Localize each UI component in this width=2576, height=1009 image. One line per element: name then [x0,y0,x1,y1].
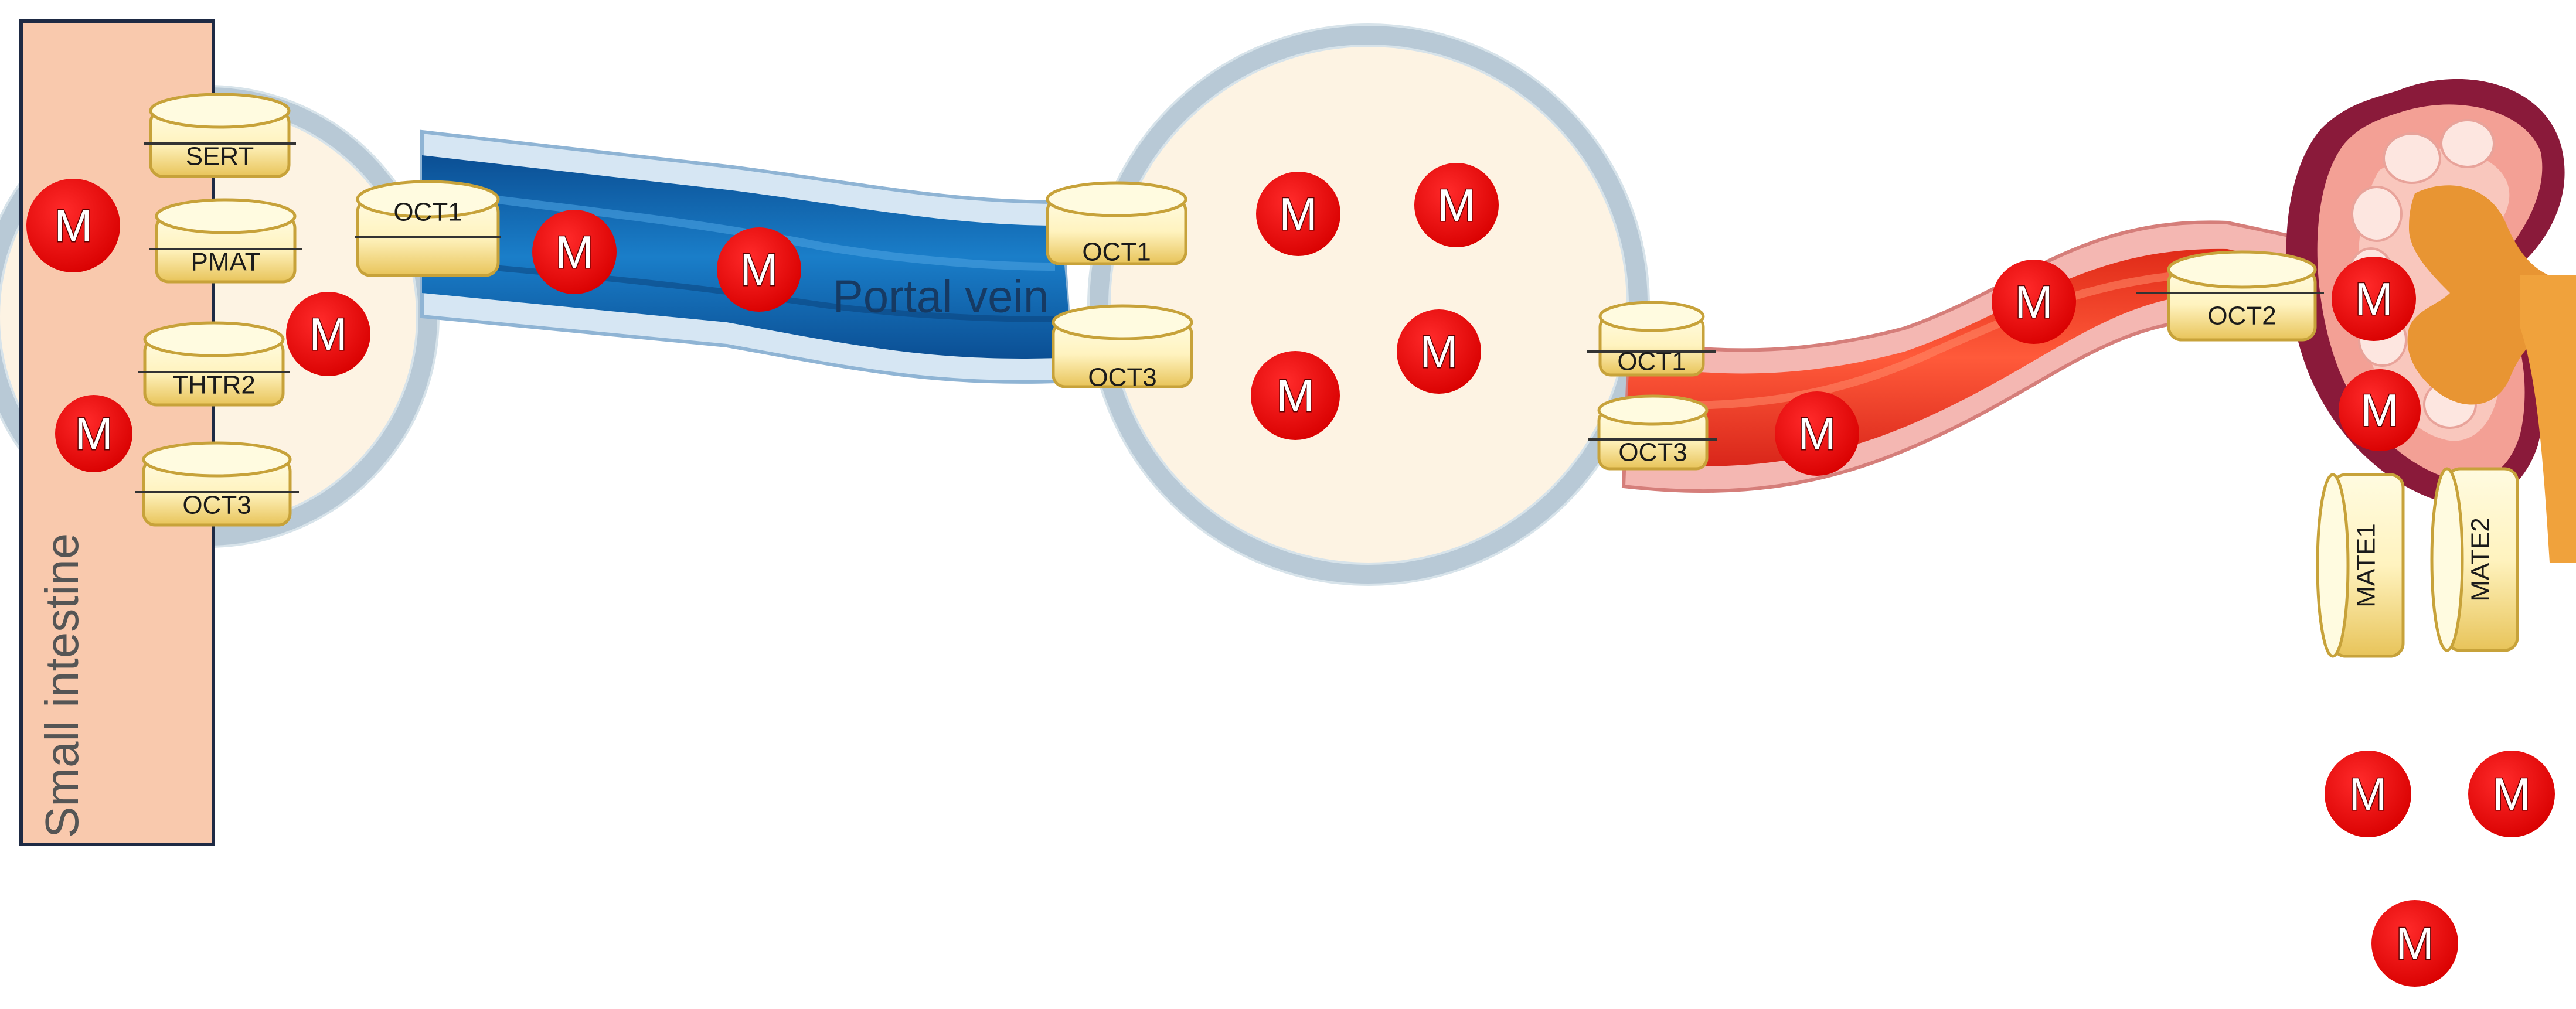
hepatocyte [1087,23,1650,586]
transporter-label: MATE2 [2466,517,2495,601]
metformin-molecule: M [2371,900,2458,987]
metformin-molecule: M [2468,751,2555,837]
metformin-molecule: M [1775,391,1859,476]
metformin-molecule: M [1992,260,2076,344]
svg-text:M: M [2355,273,2393,325]
transporter-pmat: PMAT [149,198,302,284]
transporter-oct3-hepatocyte-sinusoidal: OCT3 [1052,304,1193,392]
svg-text:M: M [1438,179,1476,231]
transporter-oct3-intestine: OCT3 [135,441,299,527]
metformin-molecule: M [1256,172,1340,256]
portal-vein-label: Portal vein [833,271,1049,322]
svg-text:M: M [1420,326,1458,377]
metformin-molecule: M [2339,369,2421,451]
metformin-molecule: M [286,292,370,376]
svg-text:M: M [55,200,93,251]
svg-text:M: M [1798,408,1836,459]
transporter-oct1-enterocyte: OCT1 [355,180,501,277]
transporter-label: OCT3 [1618,438,1687,467]
svg-text:M: M [2015,276,2053,328]
svg-text:M: M [740,244,778,295]
svg-text:M: M [556,226,594,278]
transporter-sert: SERT [144,93,296,178]
svg-text:M: M [75,408,113,459]
transporter-mate2-kidney: MATE2 [2430,467,2519,652]
metformin-molecule: M [1414,163,1499,247]
metformin-molecule: M [532,210,617,294]
metformin-molecule: M [2325,751,2411,837]
svg-text:M: M [1277,370,1315,421]
svg-text:M: M [2349,768,2387,820]
kidney-pelvis [2407,185,2567,405]
hepatocyte-body [1088,25,1649,585]
transporter-label: THTR2 [172,371,256,400]
molecules: M M M M M M M M M M M M M M M M [26,163,2555,987]
svg-text:M: M [2396,918,2434,969]
transporter-label: SERT [186,142,254,171]
svg-text:M: M [1280,188,1318,240]
transporter-oct1-hepatocyte-sinusoidal: OCT1 [1046,181,1187,267]
transporter-mate1-kidney: MATE1 [2316,473,2405,658]
svg-text:M: M [2493,768,2531,820]
transporter-label: OCT3 [182,491,251,520]
transporter-label: MATE1 [2352,523,2381,607]
transporter-oct3-hepatocyte-outlet: OCT3 [1588,394,1717,471]
transporter-label: OCT2 [2207,302,2276,330]
metformin-molecule: M [1251,351,1340,440]
metformin-molecule: M [717,227,801,312]
svg-text:M: M [309,308,348,360]
transporter-thtr2: THTR2 [138,321,290,407]
metformin-molecule: M [2332,257,2416,341]
metformin-molecule: M [1397,309,1481,394]
metformin-molecule: M [26,179,120,272]
transporter-label: OCT1 [1082,238,1151,267]
svg-text:M: M [2361,384,2399,436]
transporter-oct2-kidney: OCT2 [2136,250,2324,342]
transporter-label: OCT3 [1088,363,1156,392]
transporter-oct1-hepatocyte-outlet: OCT1 [1587,301,1716,377]
transporter-label: OCT1 [393,198,462,227]
transporter-label: PMAT [191,248,261,277]
transporter-label: OCT1 [1617,347,1686,376]
small-intestine-label: Small intestine [36,533,88,838]
metformin-molecule: M [55,395,132,472]
